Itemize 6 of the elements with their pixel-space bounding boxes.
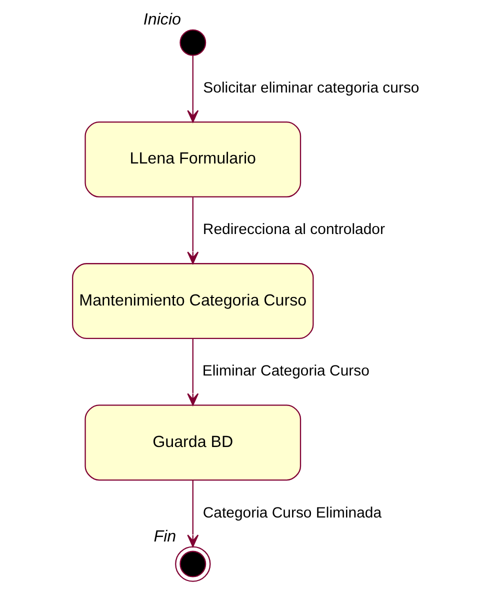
node-label: Inicio — [142, 10, 180, 28]
node-label: Fin — [153, 527, 176, 546]
edge-label: Categoria Curso Eliminada — [202, 504, 382, 522]
edge-label: Solicitar eliminar categoria curso — [202, 80, 419, 97]
edge-label: Eliminar Categoria Curso — [202, 362, 369, 380]
edge-label: Redirecciona al controlador — [202, 221, 384, 238]
